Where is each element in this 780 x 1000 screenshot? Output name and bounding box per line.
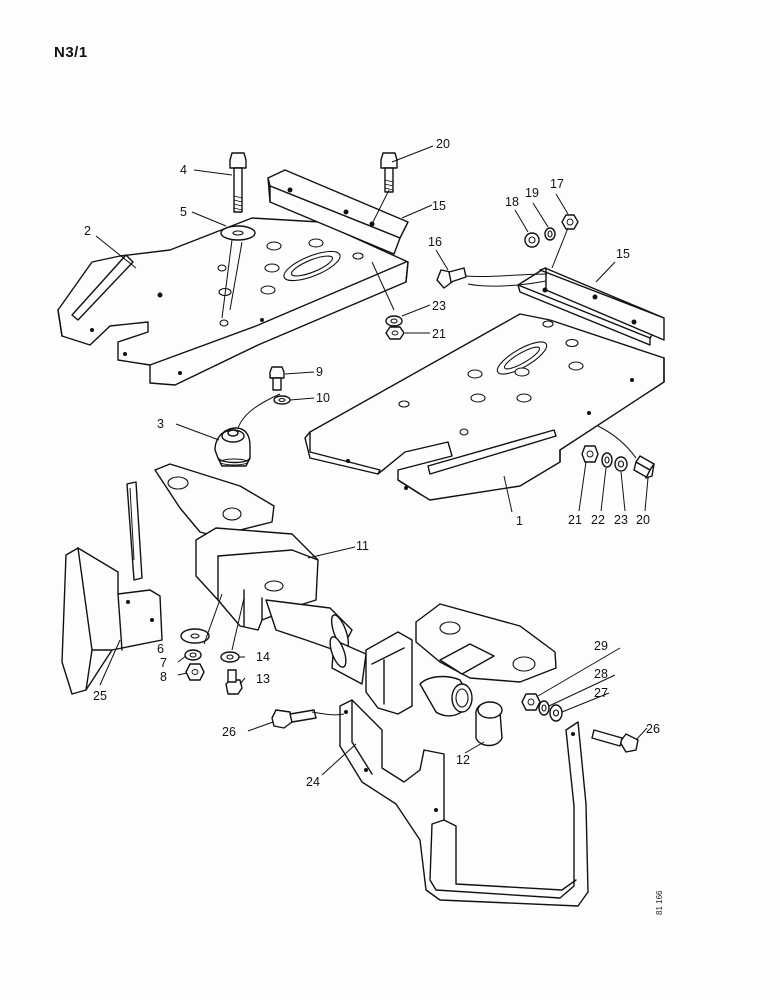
callout-19: 19 [525, 186, 539, 200]
callout-27: 27 [594, 686, 608, 700]
callout-12: 12 [456, 753, 470, 767]
callout-11: 11 [356, 539, 369, 553]
callout-15-right: 15 [616, 247, 630, 261]
callout-7: 7 [160, 656, 167, 670]
washer-27 [549, 704, 563, 722]
spring-washer-28 [538, 700, 550, 716]
bolt-20-right [633, 455, 655, 479]
nut-21-left [385, 326, 405, 340]
leader-lines [95, 145, 649, 776]
callout-26-left: 26 [222, 725, 236, 739]
callout-5: 5 [180, 205, 187, 219]
washer-18 [524, 232, 540, 248]
callout-16: 16 [428, 235, 442, 249]
callout-8: 8 [160, 670, 167, 684]
page-code: N3/1 [54, 44, 88, 61]
nut-21-right [581, 445, 599, 463]
callout-14: 14 [256, 650, 270, 664]
nut-29 [521, 693, 541, 711]
callout-10: 10 [316, 391, 330, 405]
callout-21-left: 21 [432, 327, 446, 341]
callout-22: 22 [591, 513, 605, 527]
callout-29: 29 [594, 639, 608, 653]
spring-washer-22 [601, 452, 613, 468]
callout-21-right: 21 [568, 513, 582, 527]
callout-20-right: 20 [636, 513, 650, 527]
bolt-16 [436, 267, 467, 289]
washer-6 [180, 628, 210, 644]
drawing-reference: 81 166 [655, 890, 664, 915]
angle-bracket-15-right [517, 267, 665, 346]
callout-18: 18 [505, 195, 519, 209]
washer-23-left [385, 315, 403, 327]
callout-numbers: 1 2 3 4 5 6 7 8 9 10 11 12 13 14 15 15 1… [84, 137, 660, 789]
bolt-4 [229, 152, 247, 213]
bolt-13 [225, 669, 243, 695]
callout-28: 28 [594, 667, 608, 681]
bolt-20-top [380, 152, 398, 193]
callout-9: 9 [316, 365, 323, 379]
callout-15-left: 15 [432, 199, 446, 213]
callout-24: 24 [306, 775, 320, 789]
main-crossmember-11 [154, 463, 557, 717]
callout-25: 25 [93, 689, 107, 703]
right-floor-plate [304, 313, 665, 501]
spring-washer-10 [273, 395, 291, 405]
callout-17: 17 [550, 177, 564, 191]
nut-17 [561, 214, 579, 230]
spring-washer-7 [184, 649, 202, 661]
left-floor-plate [57, 217, 409, 386]
bolt-9 [269, 366, 285, 391]
bush-12 [475, 701, 503, 747]
callout-23-right: 23 [614, 513, 628, 527]
left-support-25 [61, 481, 163, 695]
callout-1: 1 [516, 514, 523, 528]
callout-23-left: 23 [432, 299, 446, 313]
spring-washer-19 [544, 227, 556, 241]
bolt-26-right [591, 729, 639, 753]
bolt-26-left [271, 709, 317, 729]
callout-6: 6 [157, 642, 164, 656]
callout-4: 4 [180, 163, 187, 177]
callout-3: 3 [157, 417, 164, 431]
callout-2: 2 [84, 224, 91, 238]
spring-washer-14 [220, 651, 240, 663]
callout-13: 13 [256, 672, 270, 686]
washer-5 [220, 225, 256, 241]
front-support-24 [339, 699, 589, 907]
nut-8 [185, 663, 205, 681]
callout-26-right: 26 [646, 722, 660, 736]
rubber-mount-3 [214, 427, 251, 467]
callout-20-top: 20 [436, 137, 450, 151]
washer-23-right [614, 456, 628, 472]
